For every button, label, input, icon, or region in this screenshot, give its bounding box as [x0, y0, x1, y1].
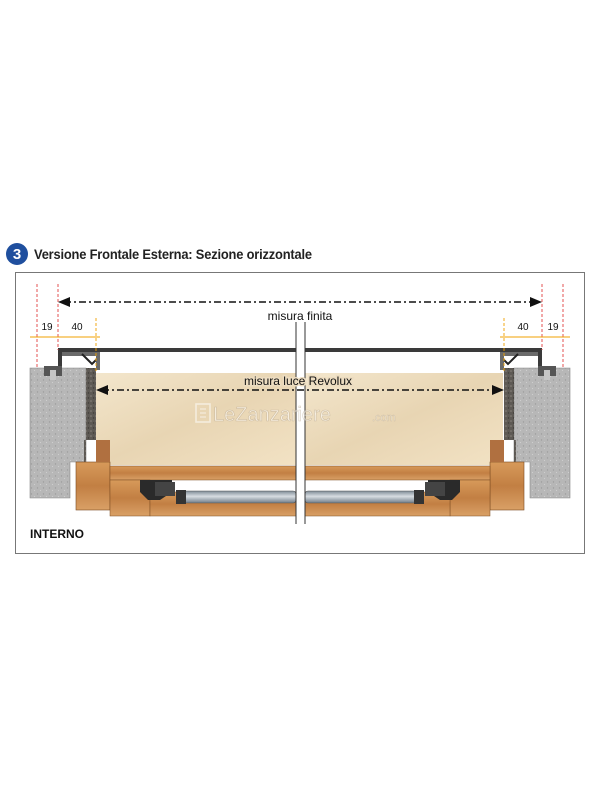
right-dim-40: 40 — [517, 322, 529, 333]
left-glass-tube — [176, 490, 297, 504]
guide-lines — [30, 284, 570, 372]
dimension-finished — [58, 297, 542, 307]
left-dim-19: 19 — [41, 322, 53, 333]
dimension-opening — [96, 385, 504, 395]
left-wall — [29, 367, 96, 499]
dimension-opening-label: misura luce Revolux — [244, 374, 352, 388]
left-window-frame — [75, 440, 297, 517]
section-title: Versione Frontale Esterna: Sezione orizz… — [34, 246, 312, 262]
step-number-badge: 3 — [6, 243, 28, 265]
left-dim-40: 40 — [71, 322, 83, 333]
watermark-text: LeZanzariere — [213, 404, 331, 426]
watermark: LeZanzariere .com — [195, 403, 396, 426]
section-header: 3 Versione Frontale Esterna: Sezione ori… — [6, 240, 336, 268]
interior-side-label: INTERNO — [30, 527, 84, 541]
right-glass-tube — [304, 490, 424, 504]
right-dim-19: 19 — [547, 322, 559, 333]
right-wall — [504, 367, 571, 499]
watermark-suffix: .com — [372, 412, 396, 424]
dimension-finished-label: misura finita — [268, 309, 333, 323]
screen-panel-right — [305, 373, 503, 465]
